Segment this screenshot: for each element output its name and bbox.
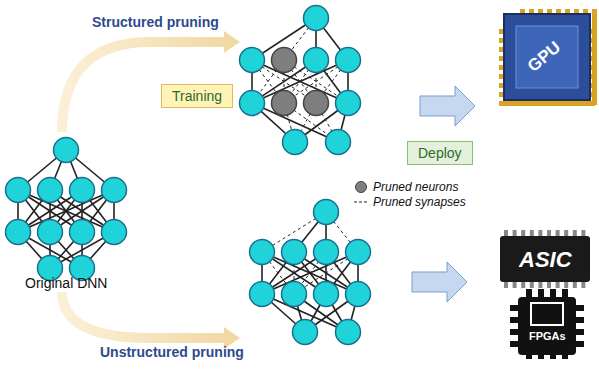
neural-network [6, 138, 127, 281]
legend-swatch [354, 181, 368, 193]
neuron [336, 91, 361, 116]
neuron [314, 200, 339, 225]
neuron [314, 240, 339, 265]
neuron [336, 48, 361, 73]
neural-network [250, 200, 371, 345]
neuron [102, 178, 127, 203]
gpu-chip [499, 9, 597, 106]
synapse [252, 60, 348, 103]
neuron [314, 282, 339, 307]
pruned-neuron [272, 91, 297, 116]
arrow-head [224, 31, 240, 53]
asic-chip [500, 230, 590, 288]
synapse [18, 190, 114, 232]
synapse [252, 60, 348, 103]
chip-label: FPGAs [529, 330, 566, 342]
pruned-neuron [304, 91, 329, 116]
pruning-arrow [62, 292, 226, 338]
neuron [240, 91, 265, 116]
neuron [282, 282, 307, 307]
neuron [282, 240, 307, 265]
neuron [102, 220, 127, 245]
node-text: ASIC [519, 247, 572, 273]
neuron [336, 320, 361, 345]
neuron [38, 220, 63, 245]
pruning-label: Structured pruning [92, 14, 219, 30]
network-caption: Original DNN [25, 275, 107, 291]
node-text: Deploy [418, 145, 462, 161]
deploy-arrow [420, 86, 475, 126]
neuron [326, 130, 351, 155]
neuron [283, 130, 308, 155]
synapse [262, 252, 358, 294]
legend-text: Pruned synapses [373, 195, 466, 209]
neuron [250, 282, 275, 307]
neuron [293, 320, 318, 345]
neuron [346, 240, 371, 265]
neuron [240, 48, 265, 73]
node-text: Training [172, 88, 222, 104]
node-text: Original DNN [25, 275, 107, 291]
neuron [70, 220, 95, 245]
process-box: Training [161, 84, 233, 108]
node-text: FPGAs [529, 330, 566, 342]
neuron [6, 220, 31, 245]
neuron [6, 178, 31, 203]
pruned-neuron [272, 48, 297, 73]
neuron [304, 6, 329, 31]
neuron [70, 178, 95, 203]
process-box: Deploy [407, 141, 473, 165]
legend-text: Pruned neurons [373, 180, 458, 194]
neuron [54, 138, 79, 163]
deploy-arrow [412, 262, 467, 302]
neuron [38, 178, 63, 203]
legend: Pruned neuronsPruned synapses [350, 177, 470, 211]
synapse [262, 252, 358, 294]
neuron [346, 282, 371, 307]
pruning-label: Unstructured pruning [100, 344, 244, 360]
neuron [250, 240, 275, 265]
legend-line-sample [354, 196, 368, 208]
chip-label: ASIC [519, 247, 572, 273]
fpga-chip [510, 289, 584, 359]
neural-network [240, 6, 361, 155]
synapse [18, 190, 114, 232]
neuron [304, 48, 329, 73]
